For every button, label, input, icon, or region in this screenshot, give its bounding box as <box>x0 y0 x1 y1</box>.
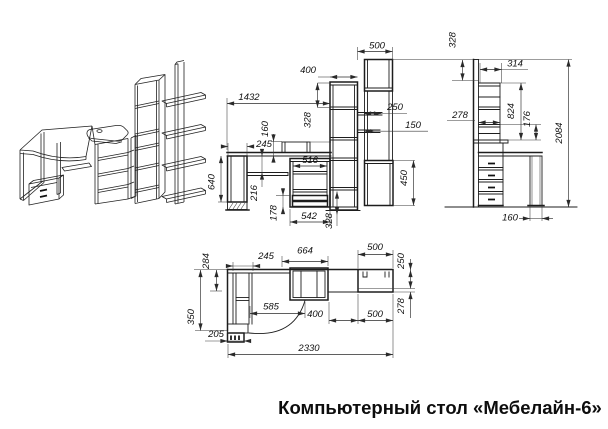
dim-label: 585 <box>263 302 280 313</box>
iso-side-shelves <box>161 92 206 203</box>
dim-label: 516 <box>302 155 319 166</box>
isometric-view <box>19 60 206 206</box>
dim-label: 250 <box>386 102 404 113</box>
dim-label: 350 <box>186 308 197 325</box>
dim-label: 278 <box>396 297 407 315</box>
dim-label: 178 <box>269 204 280 221</box>
dim-label: 245 <box>257 251 275 262</box>
dim-label: 2330 <box>297 343 320 354</box>
dim-label: 400 <box>307 309 324 320</box>
dim-label: 160 <box>260 120 271 137</box>
dim-label: 216 <box>249 184 260 202</box>
dim-label: 278 <box>451 110 469 121</box>
dim-label: 284 <box>201 253 212 270</box>
dim-label: 400 <box>300 65 317 76</box>
dim-label: 500 <box>369 41 386 52</box>
dim-label: 450 <box>399 169 410 186</box>
dim-label: 664 <box>297 246 313 257</box>
dim-label: 314 <box>507 59 523 70</box>
dim-label: 500 <box>367 242 384 253</box>
dim-label: 150 <box>405 120 422 131</box>
plan-view: 500 284 245 664 250 585 400 500 278 <box>186 242 415 358</box>
dim-label: 160 <box>502 213 519 224</box>
side-view: 328 314 278 824 176 2084 160 <box>444 31 578 224</box>
dim-label: 328 <box>448 31 459 48</box>
dim-label: 328 <box>324 212 335 229</box>
drawing-title: Компьютерный стол «Мебелайн-6» <box>278 397 602 418</box>
dim-label: 500 <box>367 309 384 320</box>
dim-label: 245 <box>255 139 273 150</box>
dim-label: 2084 <box>554 122 565 144</box>
dim-label: 640 <box>207 173 218 190</box>
dim-label: 205 <box>207 329 225 340</box>
dim-label: 250 <box>396 252 407 270</box>
dim-label: 824 <box>506 103 517 119</box>
front-view: 1432 400 500 328 245 160 250 150 516 640 <box>207 41 572 229</box>
dim-label: 1432 <box>238 92 260 103</box>
dim-label: 328 <box>303 111 314 128</box>
dim-label: 542 <box>301 211 318 222</box>
dim-label: 176 <box>522 110 533 127</box>
